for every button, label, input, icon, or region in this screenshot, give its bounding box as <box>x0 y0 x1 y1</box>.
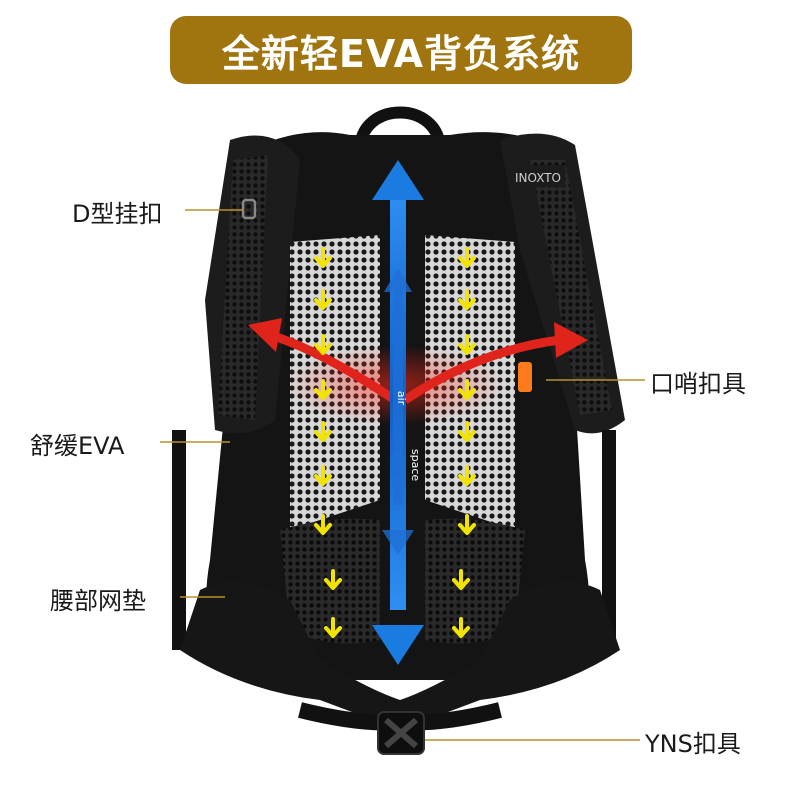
hip-belt <box>180 582 620 730</box>
yellow-down-arrow-icon <box>458 514 476 535</box>
callout-d-ring: D型挂扣 <box>72 200 163 228</box>
yellow-down-arrow-icon <box>314 421 332 442</box>
yellow-down-arrow-icon <box>314 465 332 486</box>
callout-waist-mesh: 腰部网垫 <box>50 587 146 615</box>
yns-buckle <box>377 711 425 755</box>
top-handle <box>354 106 446 151</box>
air-text: air <box>395 391 408 406</box>
yellow-down-arrow-icon <box>458 465 476 486</box>
yellow-down-arrow-icon <box>314 514 332 535</box>
right-waist-mesh <box>425 518 525 644</box>
space-text: space <box>409 449 422 482</box>
yellow-down-arrow-icon <box>458 289 476 310</box>
left-waist-mesh <box>280 518 380 644</box>
yellow-down-arrow-icon <box>452 617 470 638</box>
callout-yns-buckle: YNS扣具 <box>645 730 741 758</box>
yellow-down-arrow-icon <box>324 569 342 590</box>
yellow-down-arrow-icon <box>314 247 332 268</box>
title-banner: 全新轻EVA背负系统 <box>170 16 632 84</box>
yellow-down-arrow-icon <box>314 379 332 400</box>
yellow-down-arrow-icon <box>314 334 332 355</box>
d-ring <box>241 198 257 220</box>
yellow-down-arrow-icon <box>458 421 476 442</box>
whistle-buckle <box>518 362 532 392</box>
blue-inner-arrow <box>382 268 414 555</box>
callout-whistle-buckle: 口哨扣具 <box>650 370 746 398</box>
left-strap-webbing <box>172 430 186 650</box>
yellow-down-arrow-icon <box>458 247 476 268</box>
yellow-down-arrow-icon <box>324 617 342 638</box>
yellow-down-arrow-icon <box>458 334 476 355</box>
right-strap-webbing <box>602 430 616 650</box>
red-airflow-arrows <box>248 318 588 404</box>
yellow-down-arrow-icon <box>314 289 332 310</box>
callout-comfort-eva: 舒缓EVA <box>30 432 125 460</box>
page-title: 全新轻EVA背负系统 <box>221 31 581 76</box>
leader-lines <box>160 209 645 741</box>
brand-logo: INOXTO <box>515 171 561 185</box>
yellow-down-arrow-icon <box>458 379 476 400</box>
yellow-down-arrow-icon <box>452 569 470 590</box>
yellow-arrows <box>314 247 476 638</box>
